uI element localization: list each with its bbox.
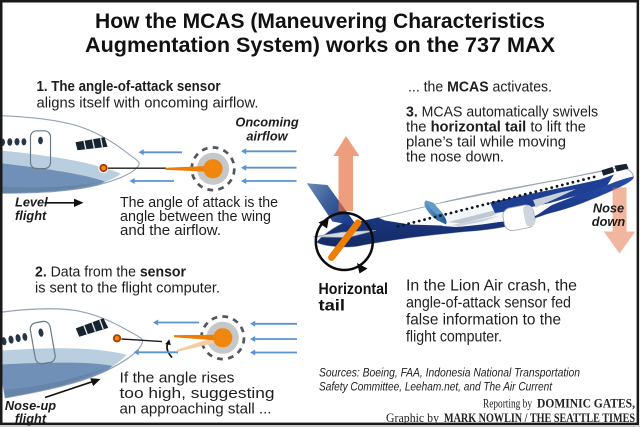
- svg-text:flight computer.: flight computer.: [406, 329, 502, 346]
- svg-text:Horizontal: Horizontal: [319, 281, 389, 298]
- svg-text:aligns itself with oncoming ai: aligns itself with oncoming airflow.: [37, 95, 259, 112]
- svg-text:Level: Level: [15, 195, 48, 210]
- svg-text:an approaching stall ...: an approaching stall ...: [120, 401, 272, 418]
- svg-text:Nose-up: Nose-up: [5, 398, 56, 413]
- svg-text:MARK NOWLIN / THE SEATTLE TIME: MARK NOWLIN / THE SEATTLE TIMES: [444, 411, 635, 425]
- svg-text:too high, suggesting: too high, suggesting: [120, 385, 275, 402]
- svg-text:... the MCAS activates.: ... the MCAS activates.: [408, 79, 552, 96]
- svg-text:Safety Committee, Leeham.net,: Safety Committee, Leeham.net, and The Ai…: [319, 380, 552, 394]
- svg-text:angle-of-attack sensor fed: angle-of-attack sensor fed: [406, 295, 571, 312]
- svg-text:1. The angle-of-attack sensor: 1. The angle-of-attack sensor: [37, 78, 221, 95]
- svg-text:the horizontal tail to lift th: the horizontal tail to lift the: [406, 119, 586, 136]
- svg-text:the nose down.: the nose down.: [406, 149, 504, 166]
- svg-text:Graphic by: Graphic by: [386, 411, 440, 425]
- svg-text:Reporting by: Reporting by: [483, 397, 533, 411]
- svg-text:Sources: Boeing, FAA, Indonesi: Sources: Boeing, FAA, Indonesia National…: [319, 366, 580, 380]
- svg-text:Nose: Nose: [593, 201, 624, 216]
- svg-text:angle between the wing: angle between the wing: [120, 208, 271, 225]
- svg-text:airflow: airflow: [246, 129, 288, 144]
- svg-text:DOMINIC GATES,: DOMINIC GATES,: [537, 397, 635, 411]
- svg-text:flight: flight: [15, 208, 47, 223]
- svg-text:tail: tail: [319, 298, 346, 315]
- svg-text:The angle of attack is the: The angle of attack is the: [120, 194, 278, 211]
- svg-text:and the airflow.: and the airflow.: [120, 222, 221, 239]
- svg-text:2. Data from the sensor: 2. Data from the sensor: [35, 264, 186, 281]
- svg-text:down: down: [592, 214, 626, 229]
- svg-text:Augmentation System) works on: Augmentation System) works on the 737 MA…: [85, 33, 556, 57]
- svg-text:is sent to the flight computer: is sent to the flight computer.: [35, 280, 220, 297]
- svg-text:3. MCAS automatically swivels: 3. MCAS automatically swivels: [406, 104, 598, 121]
- svg-text:flight: flight: [15, 411, 47, 426]
- svg-text:In the Lion Air crash, the: In the Lion Air crash, the: [406, 278, 577, 295]
- svg-text:plane’s tail while moving: plane’s tail while moving: [406, 134, 566, 151]
- svg-text:false information to the: false information to the: [406, 312, 561, 329]
- svg-text:If the angle rises: If the angle rises: [120, 370, 235, 387]
- svg-text:Oncoming: Oncoming: [235, 115, 298, 130]
- svg-text:How the MCAS (Maneuvering Char: How the MCAS (Maneuvering Characteristic…: [95, 9, 545, 33]
